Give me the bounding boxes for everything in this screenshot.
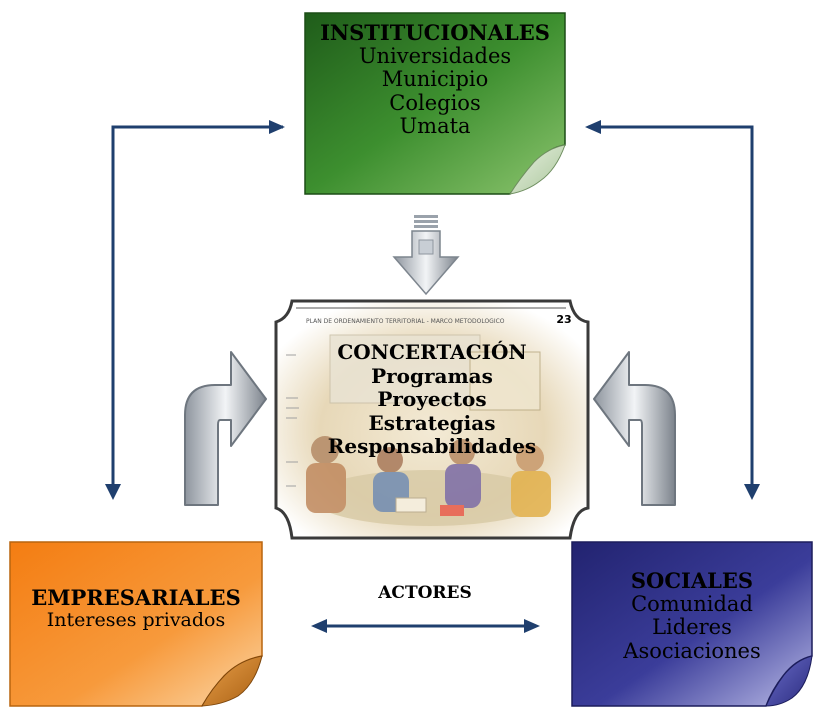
left-connector (111, 125, 283, 490)
page-margin-lines (286, 354, 299, 487)
institucionales-title: INSTITUCIONALES (320, 20, 550, 45)
institucionales-item: Universidades (358, 43, 512, 68)
actores-connector-head-left (311, 619, 327, 633)
down-block-arrow (392, 215, 460, 296)
sociales-item: Lideres (652, 615, 732, 640)
left-connector-head-up (269, 120, 285, 134)
institucionales-item: Colegios (389, 90, 481, 115)
actores-label: ACTORES (340, 583, 510, 603)
right-connector-head-down (744, 484, 760, 500)
concertacion-document (274, 299, 590, 540)
left-connector-head-down (105, 484, 121, 500)
sociales-title: SOCIALES (630, 568, 754, 593)
curved-arrow-right (593, 351, 676, 506)
empresariales-card (9, 541, 263, 707)
concertacion-item: Proyectos (377, 387, 487, 412)
concertacion-item: Responsabilidades (327, 434, 537, 459)
institucionales-item: Municipio (381, 67, 489, 92)
empresariales-title: EMPRESARIALES (31, 585, 241, 610)
connector-lines (105, 120, 760, 633)
concertacion-item: Programas (371, 363, 493, 388)
concertacion-label: CONCERTACIÓN Programas Proyectos Estrate… (276, 340, 588, 459)
concertacion-page-number: 23 (552, 313, 576, 326)
actores-connector-head-right (524, 619, 540, 633)
concertacion-item: Estrategias (368, 410, 496, 435)
meeting-illustration (306, 334, 551, 526)
concertacion-title: CONCERTACIÓN (337, 340, 527, 364)
institucionales-label: INSTITUCIONALES Universidades Municipio … (305, 21, 565, 139)
institucionales-fold (508, 144, 566, 195)
right-connector (588, 125, 754, 490)
empresariales-item: Intereses privados (46, 608, 226, 631)
sociales-card (571, 541, 813, 707)
curved-arrow-left (184, 351, 267, 506)
sociales-label: SOCIALES Comunidad Lideres Asociaciones (572, 569, 812, 663)
sociales-fold (765, 655, 813, 707)
actores-title: ACTORES (378, 583, 472, 603)
page-number: 23 (556, 313, 572, 326)
page-header-text: PLAN DE ORDENAMIENTO TERRITORIAL - MARCO… (306, 318, 505, 325)
institucionales-item: Umata (399, 114, 471, 139)
right-connector-head-up (585, 120, 601, 134)
concertacion-page-header: PLAN DE ORDENAMIENTO TERRITORIAL - MARCO… (306, 318, 536, 326)
empresariales-fold (201, 655, 263, 707)
empresariales-label: EMPRESARIALES Intereses privados (10, 586, 262, 631)
sociales-item: Asociaciones (623, 638, 761, 663)
institucionales-card (304, 12, 566, 195)
sociales-item: Comunidad (631, 591, 753, 616)
